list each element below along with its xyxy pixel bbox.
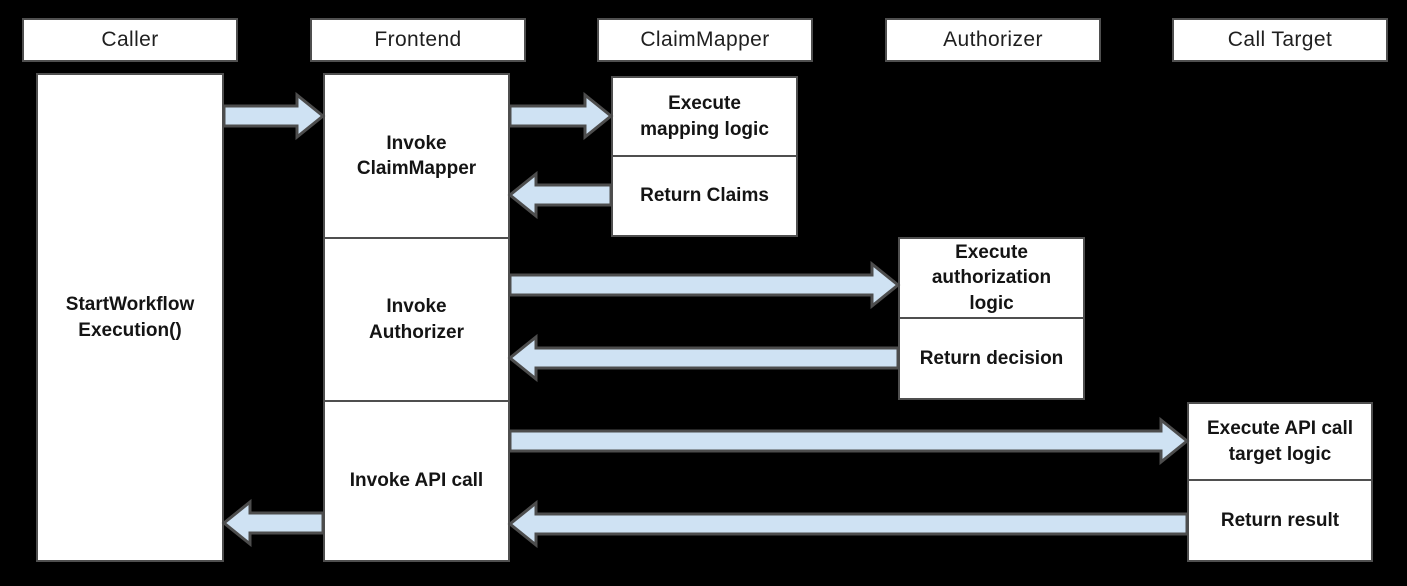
lane-header-caller-label: Caller (101, 28, 159, 51)
arrow-frontend-return-to-caller (221, 498, 325, 548)
caller-activity-box: StartWorkflow Execution() (36, 73, 224, 562)
arrow-frontend-to-calltarget (508, 416, 1190, 466)
arrow-claimmapper-return-to-frontend (507, 170, 613, 220)
frontend-step-invoke-claimmapper: Invoke ClaimMapper (325, 75, 508, 237)
authorizer-execute-label: Execute authorization logic (931, 242, 1052, 314)
frontend-step-invoke-authorizer: Invoke Authorizer (325, 237, 508, 400)
claimmapper-execute-label: Execute mapping logic (640, 93, 769, 140)
frontend-step-invoke-claimmapper-label: Invoke ClaimMapper (356, 132, 477, 179)
arrow-frontend-to-authorizer (508, 260, 901, 310)
lane-header-claimmapper-label: ClaimMapper (640, 28, 770, 51)
claimmapper-return-box: Return Claims (613, 155, 796, 235)
arrow-calltarget-return-to-frontend (507, 499, 1189, 549)
lane-header-authorizer: Authorizer (885, 18, 1101, 62)
frontend-steps-stack: Invoke ClaimMapper Invoke Authorizer Inv… (323, 73, 510, 562)
lane-header-calltarget: Call Target (1172, 18, 1388, 62)
lane-header-calltarget-label: Call Target (1227, 28, 1333, 51)
claimmapper-stack: Execute mapping logic Return Claims (611, 76, 798, 237)
claimmapper-return-label: Return Claims (640, 185, 769, 207)
arrow-caller-to-frontend (222, 91, 326, 141)
calltarget-execute-label: Execute API call target logic (1206, 418, 1354, 465)
calltarget-stack: Execute API call target logic Return res… (1187, 402, 1373, 562)
authorizer-return-box: Return decision (900, 317, 1083, 398)
lane-header-frontend-label: Frontend (374, 28, 462, 51)
authorizer-execute-box: Execute authorization logic (900, 239, 1083, 317)
frontend-step-invoke-api-call-label: Invoke API call (349, 470, 484, 492)
lane-header-authorizer-label: Authorizer (943, 28, 1043, 51)
calltarget-return-box: Return result (1189, 479, 1371, 560)
lane-header-frontend: Frontend (310, 18, 526, 62)
arrow-authorizer-return-to-frontend (507, 333, 900, 383)
lane-header-caller: Caller (22, 18, 238, 62)
caller-activity-label: StartWorkflow Execution() (65, 294, 195, 341)
authorizer-return-label: Return decision (919, 347, 1064, 369)
lane-header-claimmapper: ClaimMapper (597, 18, 813, 62)
arrow-frontend-to-claimmapper (508, 91, 614, 141)
authorizer-stack: Execute authorization logic Return decis… (898, 237, 1085, 400)
frontend-step-invoke-authorizer-label: Invoke Authorizer (369, 296, 464, 343)
calltarget-return-label: Return result (1220, 509, 1340, 531)
claimmapper-execute-box: Execute mapping logic (613, 78, 796, 155)
frontend-step-invoke-api-call: Invoke API call (325, 400, 508, 560)
calltarget-execute-box: Execute API call target logic (1189, 404, 1371, 479)
